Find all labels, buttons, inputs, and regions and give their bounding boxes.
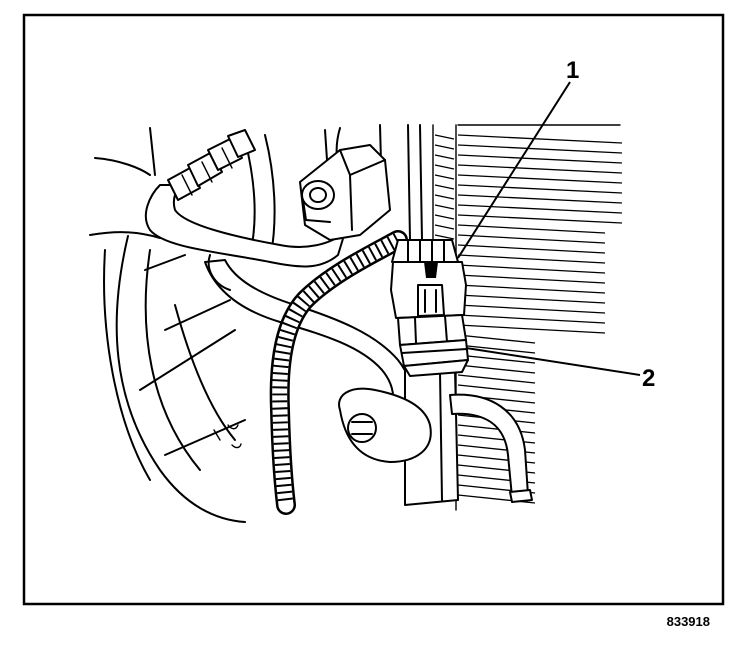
condenser-fin [457,164,623,174]
mounting-bracket [299,144,391,241]
condenser-fin [434,154,455,160]
condenser-fin [457,374,536,384]
condenser-fin [434,134,455,140]
condenser-fin [457,284,606,294]
condenser-fin [457,244,606,254]
condenser-fin [457,174,623,184]
condenser-fin [434,164,455,170]
callout-1-leader [457,81,571,259]
condenser-fin [457,144,623,154]
pressure-switch-connector [390,239,467,319]
condenser-fin [457,274,606,284]
condenser-fin [457,194,623,204]
condenser-fin [434,234,455,240]
condenser-fin [457,314,606,324]
condenser-fin [434,174,455,180]
condenser-fin [457,304,606,314]
wiring-harness-conduit [269,230,408,515]
condenser-fin [457,224,606,234]
condenser-fin [457,384,536,394]
condenser-fin [434,204,455,210]
condenser-fin [457,154,623,164]
condenser-fin [434,214,455,220]
condenser-fin [457,334,536,344]
condenser-fin [457,324,606,334]
condenser-fin [457,294,606,304]
condenser-fin [457,184,623,194]
condenser-fin [457,134,623,144]
condenser-fin [457,264,606,274]
upper-ac-hose [144,129,346,268]
condenser-fin [434,144,455,150]
liquid-line [204,254,414,411]
bolted-flange [338,387,432,463]
callout-2-label: 2 [642,365,655,392]
condenser-fin [457,344,536,354]
condenser-fin [457,364,536,374]
figure-frame [22,13,725,606]
condenser-fin [434,184,455,190]
condenser-fin [457,204,623,214]
condenser-fin [457,254,606,264]
pressure-switch [397,314,469,377]
callout-1-label: 1 [566,57,579,84]
condenser-fin [457,424,536,434]
condenser-fin [434,224,455,230]
callout-2-leader [465,347,641,376]
figure-number: 833918 [667,614,710,629]
condenser-fin [434,194,455,200]
vertical-tube [407,124,423,241]
condenser-fin [457,234,606,244]
condenser-fin [457,354,536,364]
